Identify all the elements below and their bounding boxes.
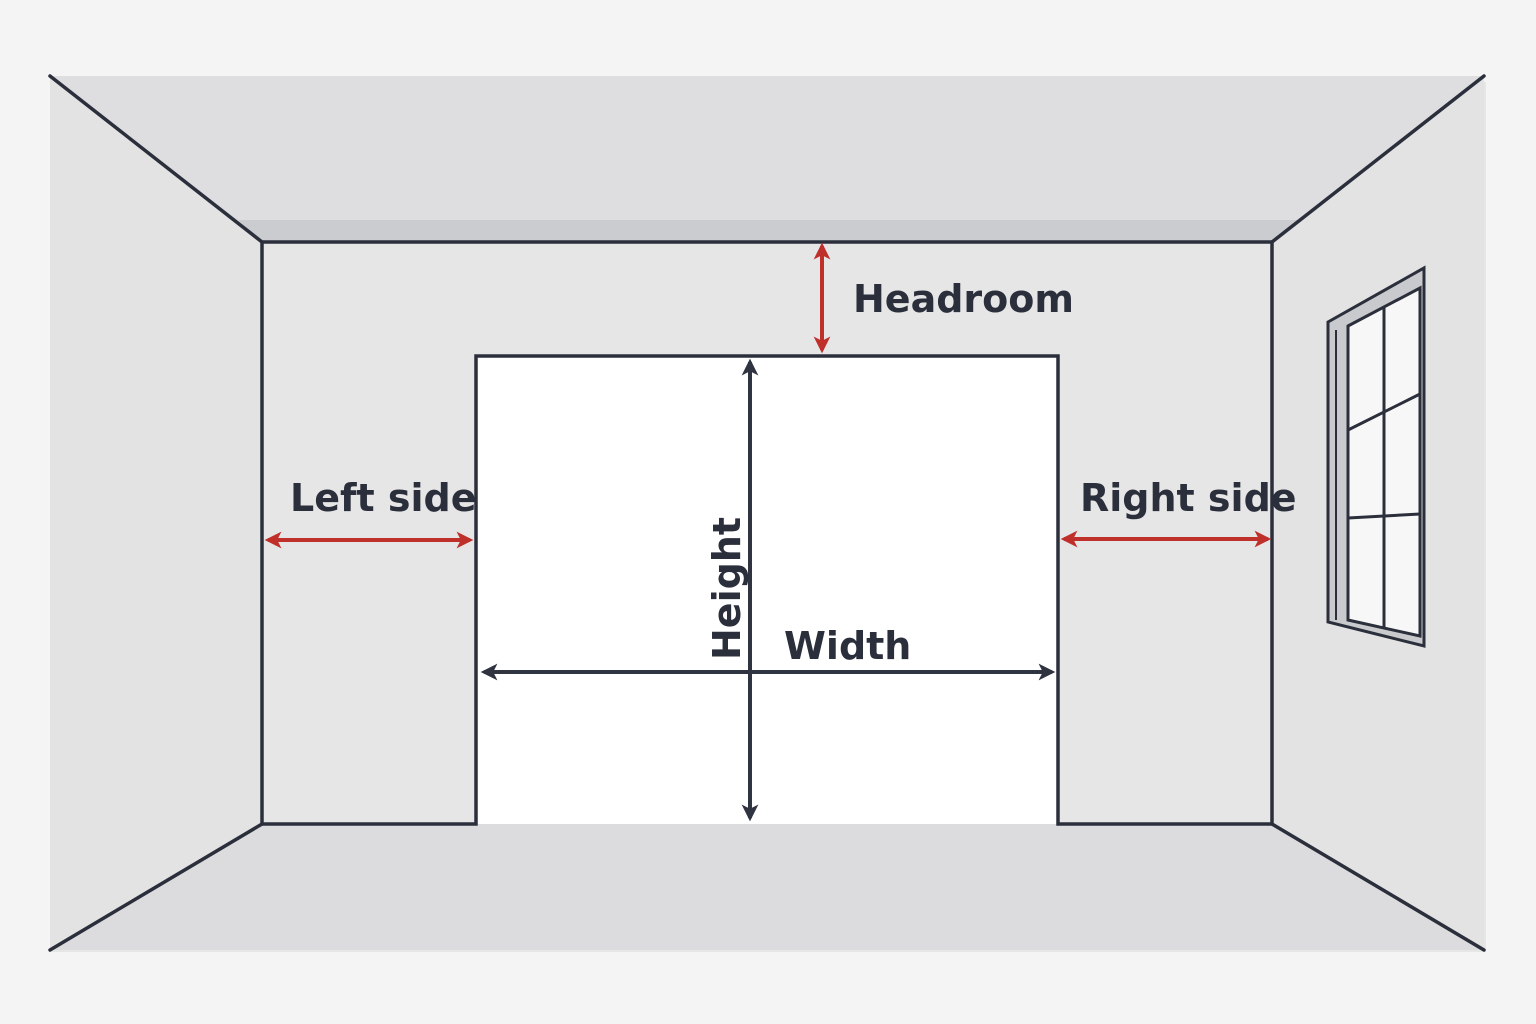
floor xyxy=(50,824,1484,950)
door-opening xyxy=(476,356,1058,824)
left-wall xyxy=(50,76,262,950)
ceiling xyxy=(50,76,1484,242)
headroom-label: Headroom xyxy=(853,277,1074,321)
right-side-label: Right side xyxy=(1080,476,1297,520)
left-side-label: Left side xyxy=(290,476,477,520)
height-label: Height xyxy=(705,517,749,660)
room-outline xyxy=(48,74,1486,952)
width-label: Width xyxy=(784,624,911,668)
door-opening-outline xyxy=(262,354,1272,826)
window-icon xyxy=(1326,265,1426,648)
ceiling-edge xyxy=(238,220,1298,242)
